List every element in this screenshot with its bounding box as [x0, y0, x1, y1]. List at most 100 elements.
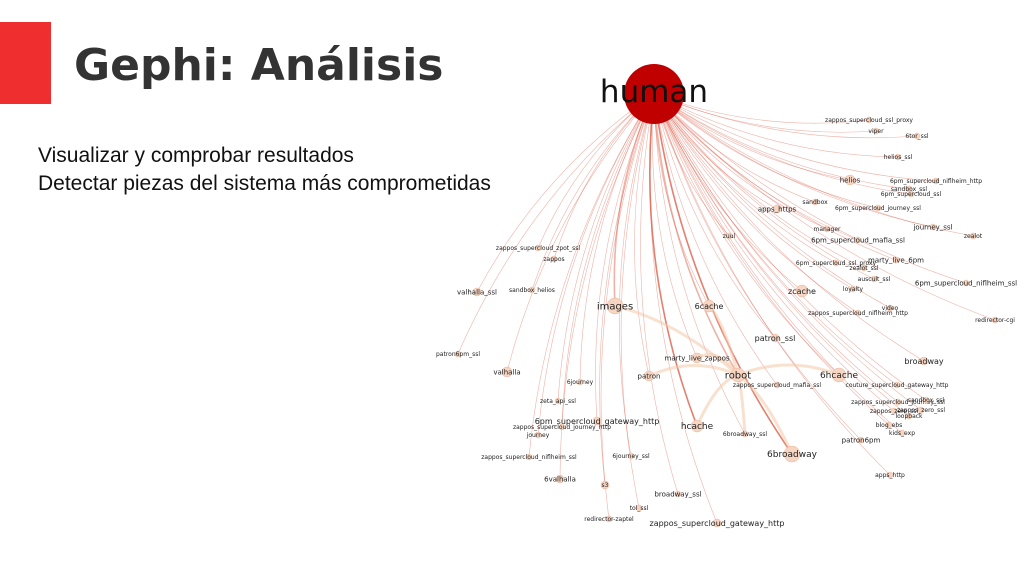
graph-node-label: broadway_ssl [654, 490, 701, 498]
graph-node-label: zeta_api_ssl [540, 398, 576, 405]
graph-node [932, 177, 940, 185]
graph-node-label: robot [725, 371, 751, 382]
bullet-list: Visualizar y comprobar resultados Detect… [38, 142, 491, 198]
network-graph: zappos_supercloud_ssl_proxyviper6tor_ssl… [436, 64, 1017, 528]
graph-edge [595, 93, 655, 422]
graph-node [872, 127, 880, 135]
graph-edge [634, 93, 655, 377]
graph-edge [649, 93, 718, 524]
graph-edge [653, 93, 865, 269]
graph-edge [737, 363, 840, 377]
graph-node [725, 232, 733, 240]
graph-node-label: zappos_supercloud_journey_ssl [851, 399, 945, 406]
graph-edge [653, 93, 897, 261]
graph-node [907, 190, 915, 198]
graph-edge [618, 93, 655, 457]
graph-node-label: zappos_supercloud_zpot_ssl [496, 245, 580, 252]
graph-node [823, 225, 831, 233]
graph-node-label: sandbox_helios [509, 287, 555, 294]
graph-edge [695, 373, 739, 427]
slide-title: Gephi: Análisis [74, 40, 444, 91]
graph-edge [653, 93, 879, 209]
graph-node-label: 6broadway_ssl [723, 431, 768, 438]
graph-node-label: 6pm_supercloud_ssl [881, 191, 942, 198]
graph-node-label: 6pm_supercloud_niflheim_http [890, 178, 982, 185]
graph-node [922, 396, 930, 404]
title-accent-bar [0, 22, 51, 104]
graph-node [885, 421, 893, 429]
graph-node [730, 367, 746, 383]
graph-node [702, 299, 716, 313]
graph-edge [653, 93, 912, 195]
graph-node-label: marty_live_zappos [665, 354, 730, 362]
graph-edge [537, 93, 655, 436]
graph-node [772, 204, 782, 214]
graph-edge [653, 93, 854, 290]
graph-edge [640, 93, 679, 495]
graph-edge [653, 93, 910, 417]
graph-node [969, 232, 977, 240]
graph-edge [476, 93, 655, 293]
graph-node-label: 6pm_supercloud_gateway_http [535, 417, 660, 426]
graph-node [898, 429, 906, 437]
graph-node [741, 430, 749, 438]
graph-node-label: zealot_ssl [849, 265, 878, 272]
graph-node-label: zappos_supercloud_niflheim_ssl [481, 454, 577, 461]
graph-node-label: 6pm_supercloud_niflheim_ssl [915, 279, 1017, 287]
graph-node-label: hcache [681, 422, 714, 432]
graph-node-label: 6hcache [820, 371, 859, 381]
graph-node-label: helios [840, 176, 861, 184]
graph-node [712, 518, 722, 528]
graph-node-label: zuul [723, 233, 736, 240]
graph-node [892, 256, 900, 264]
graph-node [558, 423, 566, 431]
graph-node-label: patron6pm [842, 436, 881, 444]
graph-node-label: zappos_zero_ssl [897, 407, 945, 414]
graph-node [554, 397, 562, 405]
hub-node-circle [624, 64, 684, 124]
graph-node-label: helios_ssl [884, 154, 913, 161]
graph-node [691, 352, 703, 364]
graph-node-label: zappos_supercloud_journey_http [513, 424, 611, 431]
graph-node [849, 285, 857, 293]
graph-node [886, 304, 894, 312]
graph-node [528, 286, 536, 294]
graph-node-label: zappos [543, 256, 564, 263]
graph-node [894, 153, 902, 161]
graph-node-label: zealot [964, 233, 983, 240]
graph-node-label: blog_ebs [876, 422, 903, 429]
graph-edge [653, 93, 898, 386]
graph-node [674, 490, 682, 498]
graph-edge [649, 93, 698, 427]
graph-node-label: 6broadway [767, 450, 818, 460]
graph-node-label: 6journey [567, 379, 594, 386]
graph-node-label: broadway [904, 357, 944, 366]
graph-node-label: patron [638, 372, 661, 380]
graph-node [627, 452, 635, 460]
graph-node-label: couture_supercloud_gateway_http [846, 382, 949, 389]
graph-edge [653, 93, 974, 237]
graph-node [472, 287, 482, 297]
graph-edge [613, 93, 655, 307]
graph-edge [653, 93, 778, 386]
bullet-item: Visualizar y comprobar resultados [38, 144, 354, 167]
graph-node-label: apps_https [758, 205, 797, 213]
hub-node-label: human [600, 74, 708, 110]
graph-node [605, 515, 613, 523]
graph-node [991, 316, 999, 324]
graph-edge [653, 93, 937, 182]
graph-edge [457, 93, 655, 355]
graph-edge [653, 93, 875, 280]
graph-node-label: 6pm_supercloud_ssl_proxy [796, 260, 877, 267]
graph-node [534, 244, 542, 252]
graph-edge [653, 93, 890, 426]
graph-node-label: marty_live_6pm [868, 256, 924, 264]
graph-node [854, 309, 862, 317]
graph-node [576, 378, 584, 386]
graph-node [773, 381, 781, 389]
graph-node [832, 259, 840, 267]
graph-node-label: journey [526, 432, 550, 439]
graph-edge [653, 93, 922, 411]
graph-edge [653, 93, 895, 412]
graph-edge [652, 93, 698, 359]
